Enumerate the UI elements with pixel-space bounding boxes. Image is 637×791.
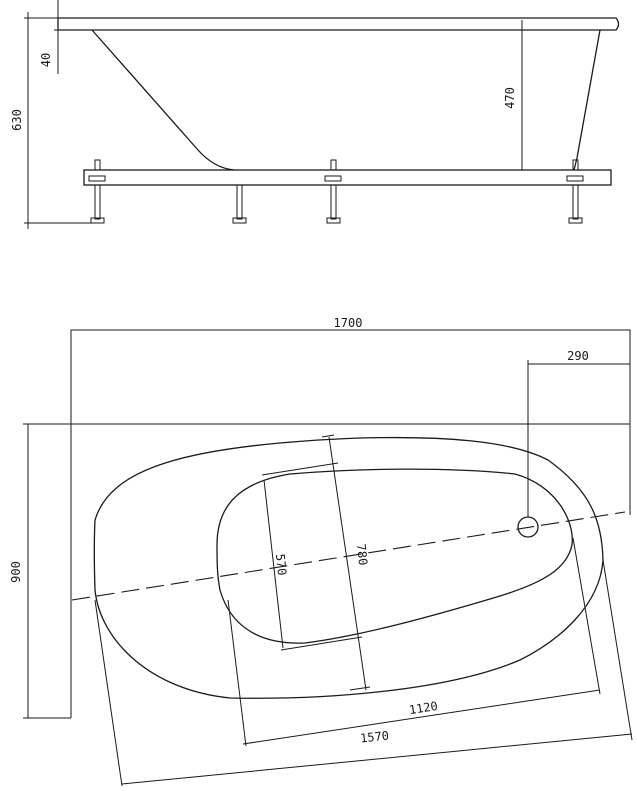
leg-1 [88,159,106,224]
tub-right-wall [573,29,601,171]
dim-label-40: 40 [39,53,53,67]
support-legs [88,159,584,224]
dim-drain-offset: 290 [528,349,630,365]
dim-label-900: 900 [9,561,23,583]
tub-outer-contour [93,436,604,699]
center-axis [71,511,626,601]
side-view: 630 40 470 [10,0,620,229]
dim-label-630: 630 [10,109,24,131]
dim-total-height: 630 [10,12,95,229]
top-view: 1700 900 290 570 780 [9,316,633,787]
leg-4 [566,159,584,224]
tub-rim [57,17,620,31]
dim-label-1570: 1570 [359,729,389,746]
leg-3 [324,159,342,224]
dim-label-470: 470 [503,87,517,109]
support-rail [83,169,612,186]
dim-label-1700: 1700 [334,316,363,330]
dim-outer-length: 1570 [94,559,633,787]
dim-length: 1700 [71,316,630,331]
dim-label-290: 290 [567,349,589,363]
dim-inner-length: 1120 [227,537,601,747]
tub-left-wall [91,29,235,171]
dim-inner-depth: 470 [503,20,526,171]
dim-rim: 40 [39,0,62,74]
leg-2 [232,184,247,224]
tub-inner-contour [216,468,573,644]
dim-label-1120: 1120 [408,699,439,717]
dim-label-570: 570 [273,553,289,576]
dim-width: 900 [9,424,29,718]
dim-outer-width: 780 [321,434,371,691]
dim-label-780: 780 [354,543,370,566]
dim-inner-width: 570 [261,462,363,651]
